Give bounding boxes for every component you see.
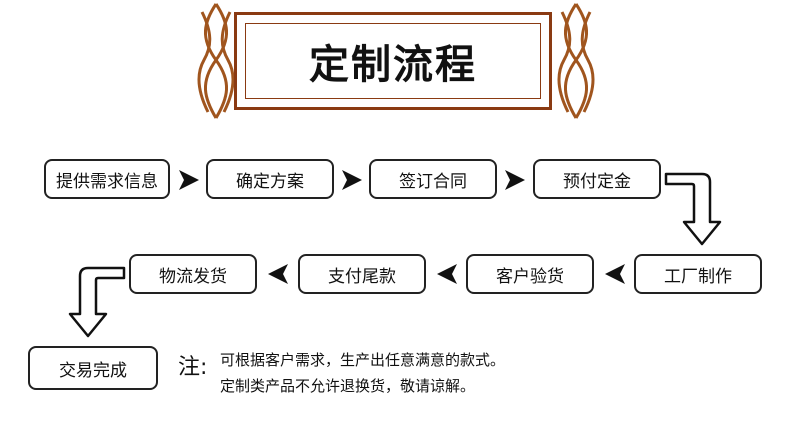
arrow-right-icon <box>505 170 525 190</box>
step-pay-deposit: 预付定金 <box>533 159 661 199</box>
note-text: 可根据客户需求，生产出任意满意的款式。 定制类产品不允许退换货，敬请谅解。 <box>220 347 505 399</box>
step-pay-balance: 支付尾款 <box>298 254 426 294</box>
arrow-left-icon <box>605 264 625 284</box>
title-inner-frame: 定制流程 <box>245 23 541 99</box>
page-title: 定制流程 <box>309 42 477 88</box>
right-ornament-icon <box>557 3 595 119</box>
arrow-left-icon <box>437 264 457 284</box>
step-provide-requirements: 提供需求信息 <box>44 159 170 199</box>
elbow-arrow-down-icon <box>664 172 722 246</box>
elbow-arrow-down-icon <box>68 266 126 338</box>
note-label: 注: <box>178 355 208 380</box>
left-ornament-icon <box>197 3 235 119</box>
title-frame: 定制流程 <box>234 12 552 110</box>
arrow-left-icon <box>268 264 288 284</box>
arrow-right-icon <box>342 170 362 190</box>
step-confirm-plan: 确定方案 <box>206 159 334 199</box>
note-line: 可根据客户需求，生产出任意满意的款式。 <box>220 351 506 369</box>
step-factory-production: 工厂制作 <box>634 254 762 294</box>
arrow-right-icon <box>179 170 199 190</box>
step-sign-contract: 签订合同 <box>369 159 497 199</box>
step-transaction-complete: 交易完成 <box>28 346 158 390</box>
step-logistics-shipping: 物流发货 <box>129 254 257 294</box>
note-line: 定制类产品不允许退换货，敬请谅解。 <box>220 377 476 395</box>
step-customer-inspection: 客户验货 <box>466 254 594 294</box>
